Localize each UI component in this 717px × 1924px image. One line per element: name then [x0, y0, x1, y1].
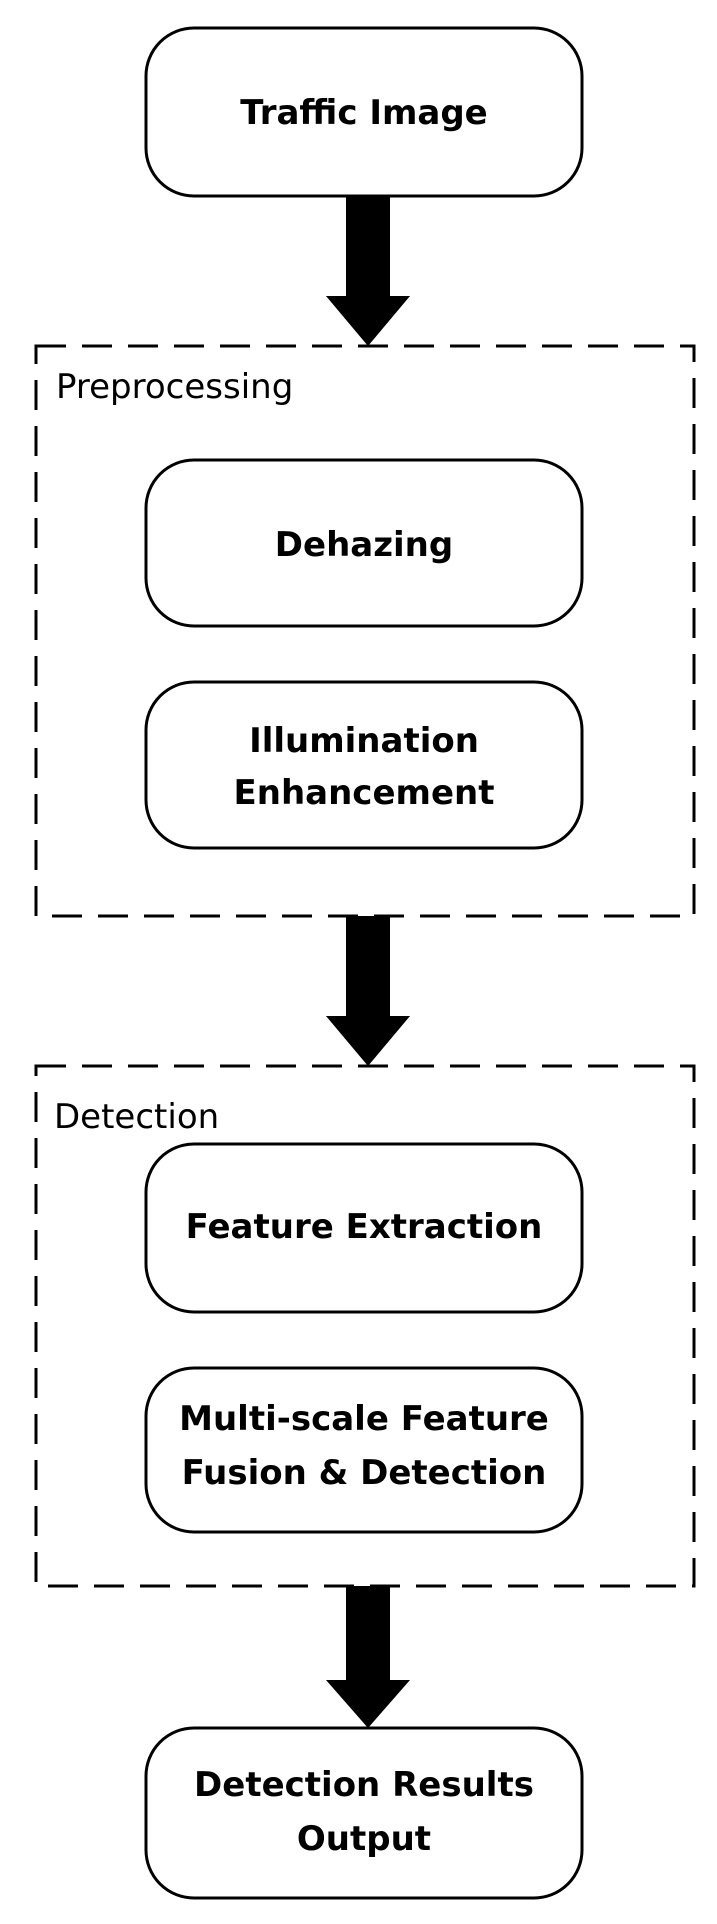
group-detection-label: Detection — [54, 1097, 219, 1137]
node-dehazing: Dehazing — [144, 458, 584, 628]
node-multiscale-fusion: Multi-scale Feature Fusion & Detection — [144, 1366, 584, 1534]
node-illumination-enhancement: Illumination Enhancement — [144, 680, 584, 850]
arrow-to-detection — [326, 916, 410, 1066]
node-results-line1: Detection Results — [194, 1765, 534, 1805]
node-feature-extraction: Feature Extraction — [144, 1142, 584, 1314]
node-multiscale-line2: Fusion & Detection — [182, 1453, 547, 1493]
node-results-line2: Output — [297, 1819, 431, 1859]
node-traffic-image-label: Traffic Image — [240, 93, 488, 133]
group-preprocessing-label: Preprocessing — [56, 367, 293, 407]
node-illumination-line1: Illumination — [249, 721, 479, 761]
node-traffic-image: Traffic Image — [144, 26, 584, 198]
group-detection: Detection — [34, 1064, 696, 1588]
node-feature-extraction-label: Feature Extraction — [186, 1207, 543, 1247]
group-preprocessing: Preprocessing — [34, 344, 696, 918]
node-dehazing-label: Dehazing — [275, 525, 453, 565]
node-illumination-line2: Enhancement — [234, 773, 495, 813]
arrow-to-results — [326, 1586, 410, 1728]
arrow-to-preprocessing — [326, 196, 410, 346]
node-multiscale-line1: Multi-scale Feature — [179, 1399, 549, 1439]
node-detection-results: Detection Results Output — [144, 1726, 584, 1900]
